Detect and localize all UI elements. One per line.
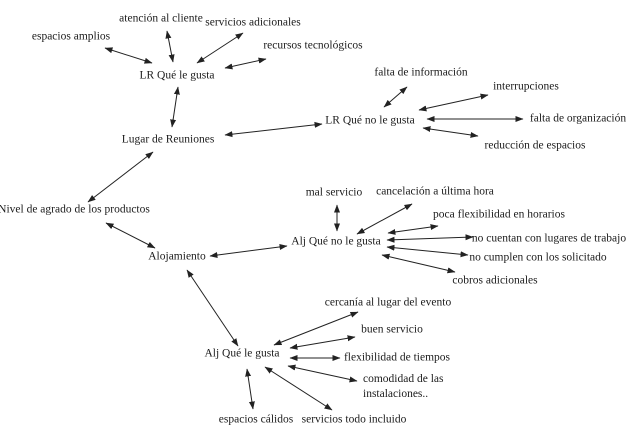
edge-alj-que-no-le-gusta-no-cumplen xyxy=(386,244,469,258)
node-lr-que-le-gusta: LR Qué le gusta xyxy=(139,69,215,82)
node-recursos-tecnologicos: recursos tecnológicos xyxy=(263,39,363,52)
node-cercania: cercanía al lugar del evento xyxy=(324,296,452,309)
node-falta-de-informacion: falta de información xyxy=(374,66,468,79)
node-falta-de-organizacion: falta de organización xyxy=(529,112,627,125)
node-alj-que-no-le-gusta: Alj Qué no le gusta xyxy=(291,235,381,248)
node-reduccion-de-espacios: reducción de espacios xyxy=(484,139,586,152)
edge-lr-que-no-le-gusta-falta-de-informacion xyxy=(383,86,408,108)
node-espacios-amplios: espacios amplios xyxy=(31,30,111,43)
edge-nivel-de-agrado-alojamiento xyxy=(105,222,156,249)
edge-alj-que-le-gusta-comodidad xyxy=(287,364,358,383)
edge-lr-que-le-gusta-servicios-adicionales xyxy=(196,32,244,64)
edge-lr-que-no-le-gusta-interrupciones xyxy=(418,93,489,112)
node-servicios-adicionales: servicios adicionales xyxy=(205,16,301,29)
node-nivel-de-agrado: Nivel de agrado de los productos xyxy=(0,203,150,216)
edge-alj-que-no-le-gusta-cancelacion xyxy=(356,203,413,235)
node-cancelacion: cancelación a última hora xyxy=(376,185,494,198)
edge-lr-que-le-gusta-lugar-de-reuniones xyxy=(170,86,180,128)
node-alojamiento: Alojamiento xyxy=(148,250,206,263)
node-espacios-calidos: espacios cálidos xyxy=(218,413,294,426)
node-lr-que-no-le-gusta: LR Qué no le gusta xyxy=(325,114,415,127)
node-interrupciones: interrupciones xyxy=(493,80,559,93)
node-lugar-de-reuniones: Lugar de Reuniones xyxy=(121,133,215,146)
edge-alj-que-no-le-gusta-cobros-adicionales xyxy=(381,253,456,274)
node-alj-que-le-gusta: Alj Qué le gusta xyxy=(204,347,280,360)
node-mal-servicio: mal servicio xyxy=(305,186,363,199)
node-no-cumplen: no cumplen con los solicitado xyxy=(469,251,607,264)
edge-alojamiento-alj-que-le-gusta xyxy=(186,269,239,347)
edge-alj-que-le-gusta-cercania xyxy=(273,311,359,346)
node-no-cuentan: no cuentan con lugares de trabajo xyxy=(471,232,627,245)
edge-alj-que-no-le-gusta-poca-flexibilidad xyxy=(387,224,439,235)
edge-lugar-de-reuniones-lr-que-no-le-gusta xyxy=(224,121,323,138)
edge-lr-que-le-gusta-recursos-tecnologicos xyxy=(224,57,267,70)
edge-lr-que-no-le-gusta-reduccion-de-espacios xyxy=(422,126,479,138)
edge-alojamiento-alj-que-no-le-gusta xyxy=(209,243,288,259)
edge-alj-que-no-le-gusta-no-cuentan xyxy=(386,234,474,243)
edge-alj-que-le-gusta-servicios-todo xyxy=(264,366,333,411)
edge-alj-que-le-gusta-buen-servicio xyxy=(289,335,356,350)
edge-lr-que-le-gusta-espacios-amplios xyxy=(104,47,153,64)
node-flexibilidad-tiempos: flexibilidad de tiempos xyxy=(343,351,451,364)
edge-lugar-de-reuniones-nivel-de-agrado xyxy=(87,151,154,203)
node-cobros-adicionales: cobros adicionales xyxy=(452,274,538,287)
edge-alj-que-le-gusta-espacios-calidos xyxy=(245,368,255,410)
node-servicios-todo: servicios todo incluido xyxy=(301,413,407,426)
node-comodidad: comodidad de las instalaciones.. xyxy=(363,373,444,400)
node-atencion-al-cliente: atención al cliente xyxy=(119,12,203,25)
node-poca-flexibilidad: poca flexibilidad en horarios xyxy=(433,208,565,221)
edge-lr-que-le-gusta-atencion-al-cliente xyxy=(165,30,175,63)
node-buen-servicio: buen servicio xyxy=(361,323,423,336)
